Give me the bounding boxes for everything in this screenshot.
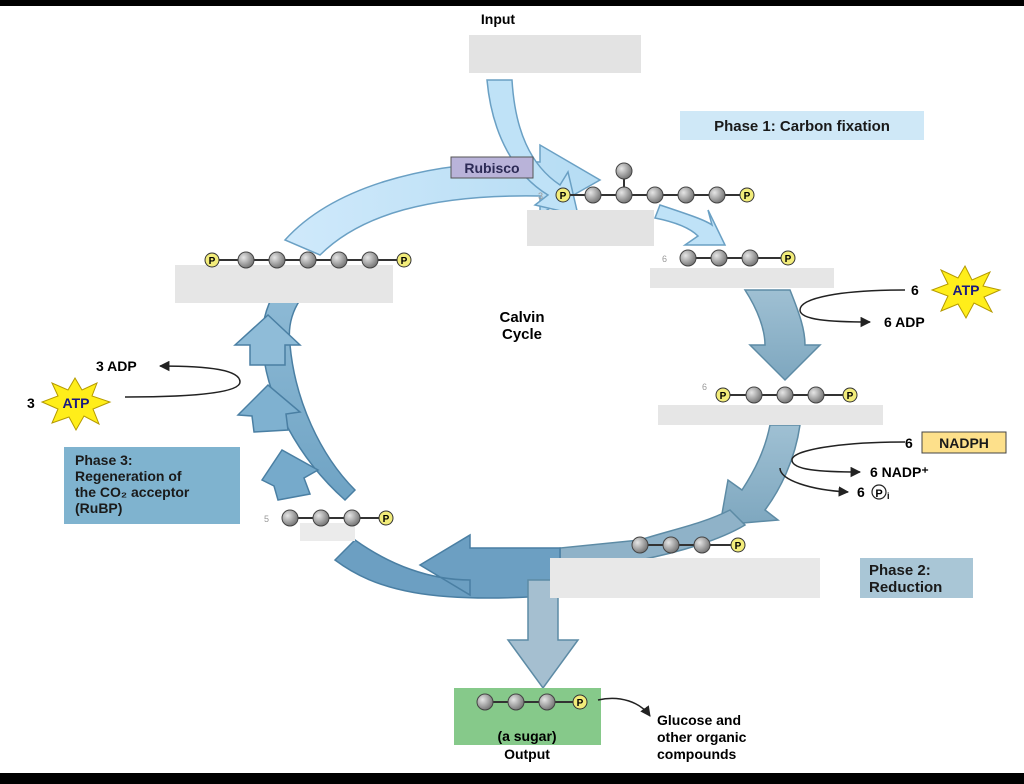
center-label-line2: Cycle <box>502 326 542 343</box>
input-label: Input <box>481 11 516 27</box>
atp-consumption-arrow <box>799 289 906 328</box>
phase2-label-line2: Reduction <box>869 579 942 596</box>
svg-text:P: P <box>577 698 584 709</box>
svg-text:P: P <box>847 391 854 402</box>
molecule-g3p-recycled: P <box>281 509 394 527</box>
masked-rubp-label <box>175 265 393 303</box>
molecule-bpg: P P <box>715 386 858 404</box>
glucose-label-line3: compounds <box>657 746 737 762</box>
atp-right-label: ATP <box>953 282 980 298</box>
svg-text:P: P <box>785 254 792 265</box>
molecule-output-g3p: P <box>476 693 588 711</box>
pi-symbol: P <box>875 488 882 500</box>
phase3-label-line2: Regeneration of <box>75 468 182 484</box>
rubisco-box <box>450 156 534 179</box>
glucose-arrow <box>597 697 651 717</box>
masked-bpg-label <box>658 405 883 425</box>
phase1-label: Phase 1: Carbon fixation <box>714 118 890 135</box>
svg-text:P: P <box>383 514 390 525</box>
molecule-6c-intermediate: P P <box>555 162 755 204</box>
svg-text:P: P <box>735 541 742 552</box>
phase1-box <box>680 111 924 140</box>
arrow-split <box>653 204 727 246</box>
atp-left-star-icon <box>40 377 112 432</box>
chevron-lower <box>260 449 320 501</box>
chevron-middle <box>236 383 302 433</box>
count-recycled-fragment: 5 <box>264 514 269 524</box>
pi-circle-icon <box>871 484 887 500</box>
pi-arrow <box>779 467 850 497</box>
atp-right-count: 6 <box>911 282 919 298</box>
svg-text:P: P <box>560 191 567 202</box>
center-label-line1: Calvin <box>499 309 544 326</box>
adp-right-label: 6 ADP <box>884 314 925 330</box>
atp-right-star-icon <box>930 264 1002 320</box>
count-pga-fragment: 6 <box>662 254 667 264</box>
atp-left-arrow <box>124 360 241 398</box>
nadp-plus-label: 6 NADP⁺ <box>870 464 929 480</box>
svg-text:P: P <box>209 256 216 267</box>
molecule-rubp: P P <box>204 251 412 269</box>
masked-pga-label <box>650 268 834 288</box>
svg-text:P: P <box>401 256 408 267</box>
arrow-co2-input <box>486 79 580 217</box>
nadph-arrow <box>791 441 906 478</box>
phase3-label-line3: the CO₂ acceptor <box>75 484 190 500</box>
masked-intermediate-label <box>527 210 654 246</box>
output-label: Output <box>504 746 550 762</box>
arrow-phosphorylation <box>743 289 822 382</box>
glucose-label-line2: other organic <box>657 729 747 745</box>
count-fixation-fragment: 3 <box>538 191 543 201</box>
adp-left-label: 3 ADP <box>96 358 137 374</box>
pi-subscript: i <box>887 491 890 501</box>
atp-left-count: 3 <box>27 395 35 411</box>
molecule-3pga: P <box>679 249 796 267</box>
svg-text:P: P <box>720 391 727 402</box>
count-bpg-fragment: 6 <box>702 382 707 392</box>
phase3-label-line1: Phase 3: <box>75 452 133 468</box>
rubisco-label: Rubisco <box>464 160 519 176</box>
molecule-g3p: P <box>631 536 746 554</box>
nadph-label: NADPH <box>939 435 989 451</box>
phase3-box <box>64 447 240 524</box>
phase2-box <box>860 558 973 598</box>
masked-input-label <box>469 35 641 73</box>
sugar-label: (a sugar) <box>497 728 556 744</box>
nadph-box <box>921 431 1007 454</box>
nadph-count: 6 <box>905 435 913 451</box>
pi-count: 6 <box>857 484 865 500</box>
arrow-reduction <box>719 424 801 526</box>
phase2-label-line1: Phase 2: <box>869 562 931 579</box>
phase3-label-line4: (RuBP) <box>75 500 122 516</box>
atp-left-label: ATP <box>63 395 90 411</box>
svg-text:P: P <box>744 191 751 202</box>
masked-recycled-label <box>300 523 355 541</box>
glucose-label-line1: Glucose and <box>657 712 741 728</box>
chevron-upper <box>233 313 302 366</box>
masked-g3p-label <box>550 558 820 598</box>
arrow-to-regeneration <box>333 533 561 599</box>
